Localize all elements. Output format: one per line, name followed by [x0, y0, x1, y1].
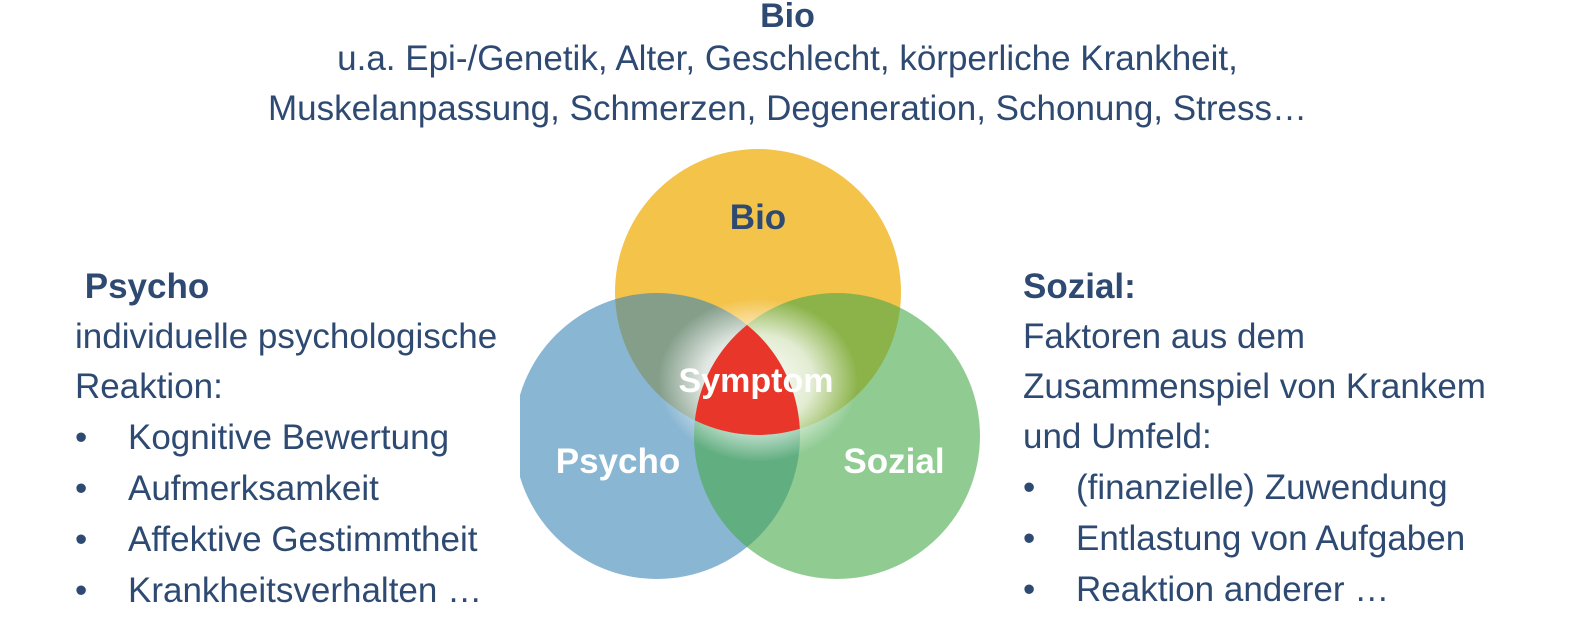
bio-line-2: Muskelanpassung, Schmerzen, Degeneration…	[268, 89, 1307, 128]
bullet-icon: •	[1023, 468, 1036, 507]
bio-circle-label: Bio	[730, 198, 786, 237]
list-item-text: Kognitive Bewertung	[128, 418, 450, 457]
psycho-panel: Psycho individuelle psychologische Reakt…	[75, 262, 497, 616]
psycho-line-2: Reaktion:	[75, 367, 223, 406]
bullet-icon: •	[75, 469, 88, 508]
list-item: • Aufmerksamkeit	[75, 463, 497, 514]
bullet-icon: •	[1023, 570, 1036, 609]
sozial-circle-label: Sozial	[843, 442, 944, 481]
list-item: • (finanzielle) Zuwendung	[1023, 462, 1486, 513]
symptom-label: Symptom	[679, 362, 834, 400]
bio-heading: Bio	[760, 0, 815, 35]
bullet-icon: •	[75, 520, 88, 559]
sozial-line-1: Faktoren aus dem	[1023, 317, 1306, 356]
bio-description: Bio u.a. Epi-/Genetik, Alter, Geschlecht…	[0, 0, 1575, 134]
list-item: • Reaktion anderer …	[1023, 564, 1486, 615]
psycho-list: • Kognitive Bewertung • Aufmerksamkeit • Af…	[75, 412, 497, 616]
list-item-text: Aufmerksamkeit	[128, 469, 379, 508]
list-item: • Kognitive Bewertung	[75, 412, 497, 463]
list-item-text: Krankheitsverhalten …	[128, 571, 483, 610]
list-item-text: (finanzielle) Zuwendung	[1076, 468, 1448, 507]
list-item-text: Reaktion anderer …	[1076, 570, 1390, 609]
list-item-text: Affektive Gestimmtheit	[128, 520, 478, 559]
list-item: • Entlastung von Aufgaben	[1023, 513, 1486, 564]
bullet-icon: •	[1023, 519, 1036, 558]
sozial-line-3: und Umfeld:	[1023, 417, 1212, 456]
list-item-text: Entlastung von Aufgaben	[1076, 519, 1466, 558]
list-item: • Affektive Gestimmtheit	[75, 514, 497, 565]
bullet-icon: •	[75, 418, 88, 457]
venn-diagram: Bio Symptom Psycho Sozial	[520, 149, 980, 579]
psycho-heading: Psycho	[75, 262, 497, 312]
psycho-heading-text: Psycho	[84, 267, 210, 306]
psycho-circle-label: Psycho	[556, 442, 681, 481]
sozial-heading: Sozial:	[1023, 267, 1136, 306]
psycho-line-1: individuelle psychologische	[75, 317, 498, 356]
bio-line-1: u.a. Epi-/Genetik, Alter, Geschlecht, kö…	[337, 39, 1238, 78]
bullet-icon: •	[75, 571, 88, 610]
sozial-panel: Sozial: Faktoren aus dem Zusammenspiel v…	[1023, 262, 1486, 615]
list-item: • Krankheitsverhalten …	[75, 565, 497, 616]
sozial-list: • (finanzielle) Zuwendung • Entlastung von…	[1023, 462, 1486, 615]
sozial-line-2: Zusammenspiel von Krankem	[1023, 367, 1486, 406]
